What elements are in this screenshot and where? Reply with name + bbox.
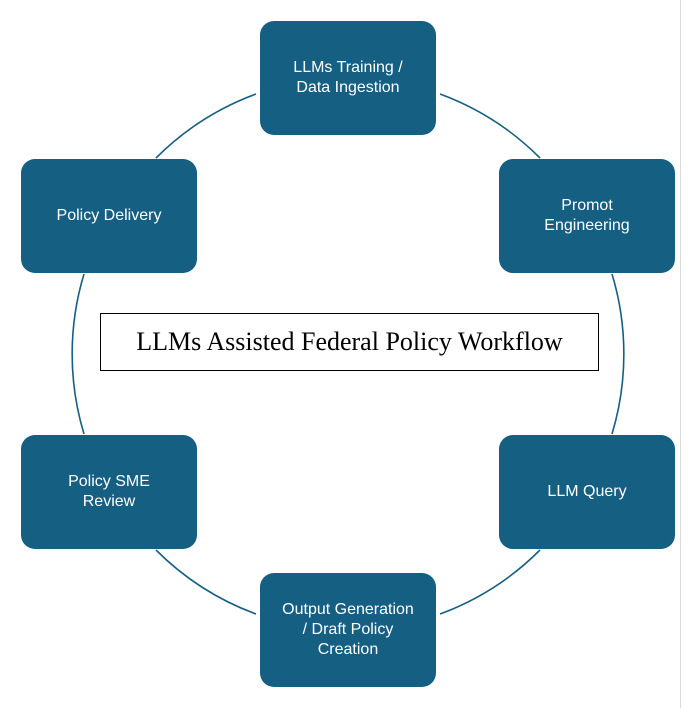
page-edge-divider xyxy=(680,0,681,708)
connector-output-review xyxy=(155,549,257,615)
node-llm-query: LLM Query xyxy=(499,435,675,549)
connector-prompt-query xyxy=(611,273,625,435)
diagram-title: LLMs Assisted Federal Policy Workflow xyxy=(100,313,599,371)
node-label: Output Generation / Draft Policy Creatio… xyxy=(282,601,414,658)
node-label: Promot Engineering xyxy=(544,197,630,234)
node-label: Policy SME Review xyxy=(68,473,150,510)
node-policy-delivery: Policy Delivery xyxy=(21,159,197,273)
node-prompt-engineering: Promot Engineering xyxy=(499,159,675,273)
connector-delivery-training xyxy=(155,93,257,159)
node-label: Policy Delivery xyxy=(56,207,162,224)
node-policy-sme-review: Policy SME Review xyxy=(21,435,197,549)
node-output-generation: Output Generation / Draft Policy Creatio… xyxy=(260,573,436,687)
node-label: LLM Query xyxy=(547,483,627,500)
connector-training-prompt xyxy=(439,93,541,159)
connector-query-output xyxy=(439,549,541,615)
node-label: LLMs Training / Data Ingestion xyxy=(293,59,403,96)
connector-review-delivery xyxy=(71,273,85,435)
node-llms-training: LLMs Training / Data Ingestion xyxy=(260,21,436,135)
